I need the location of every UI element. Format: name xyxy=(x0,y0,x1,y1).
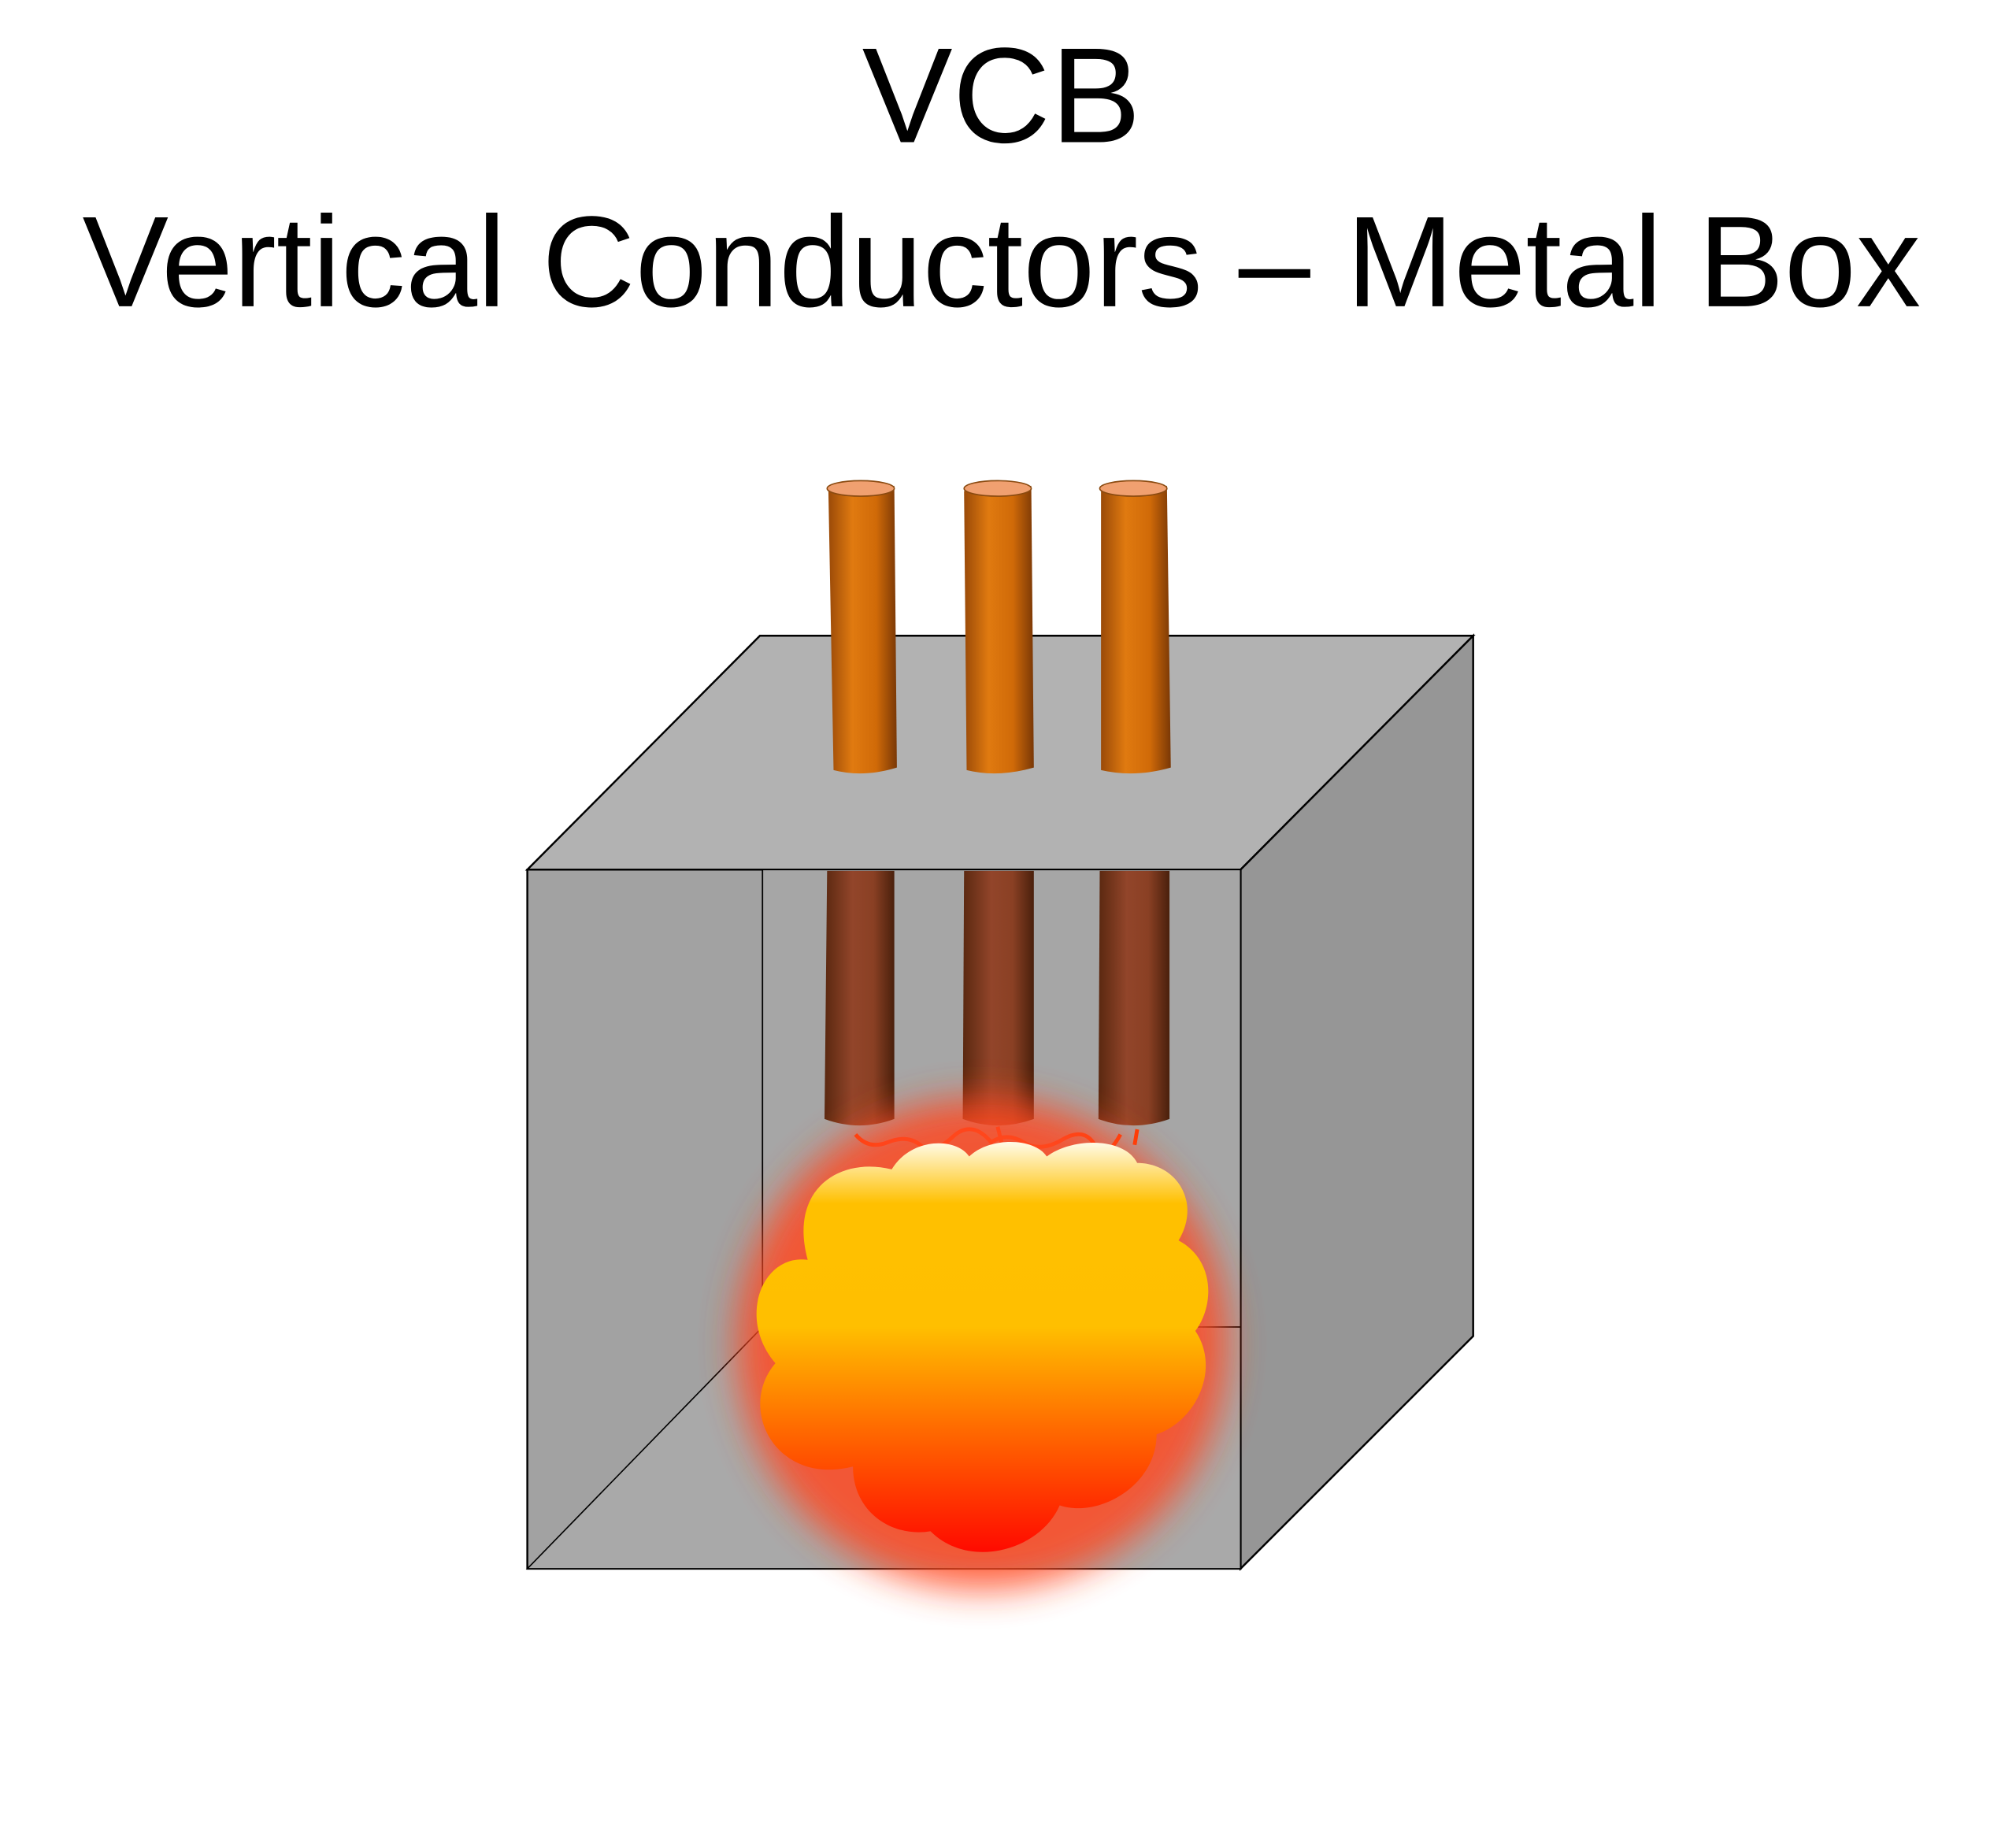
subtitle: Vertical Conductors – Metal Box xyxy=(83,189,1921,334)
title: VCB xyxy=(862,19,1141,171)
conductors-outside xyxy=(826,480,1171,774)
conductor-2-upper xyxy=(963,480,1034,774)
conductor-3-lower xyxy=(1098,870,1170,1126)
conductor-2-lower xyxy=(962,870,1034,1126)
conductor-1-lower xyxy=(825,870,895,1126)
conductor-3-upper xyxy=(1099,480,1171,774)
conductors-inside xyxy=(825,870,1170,1126)
conductor-1-upper xyxy=(826,480,897,774)
arc-flash-fireball xyxy=(736,1098,1228,1590)
